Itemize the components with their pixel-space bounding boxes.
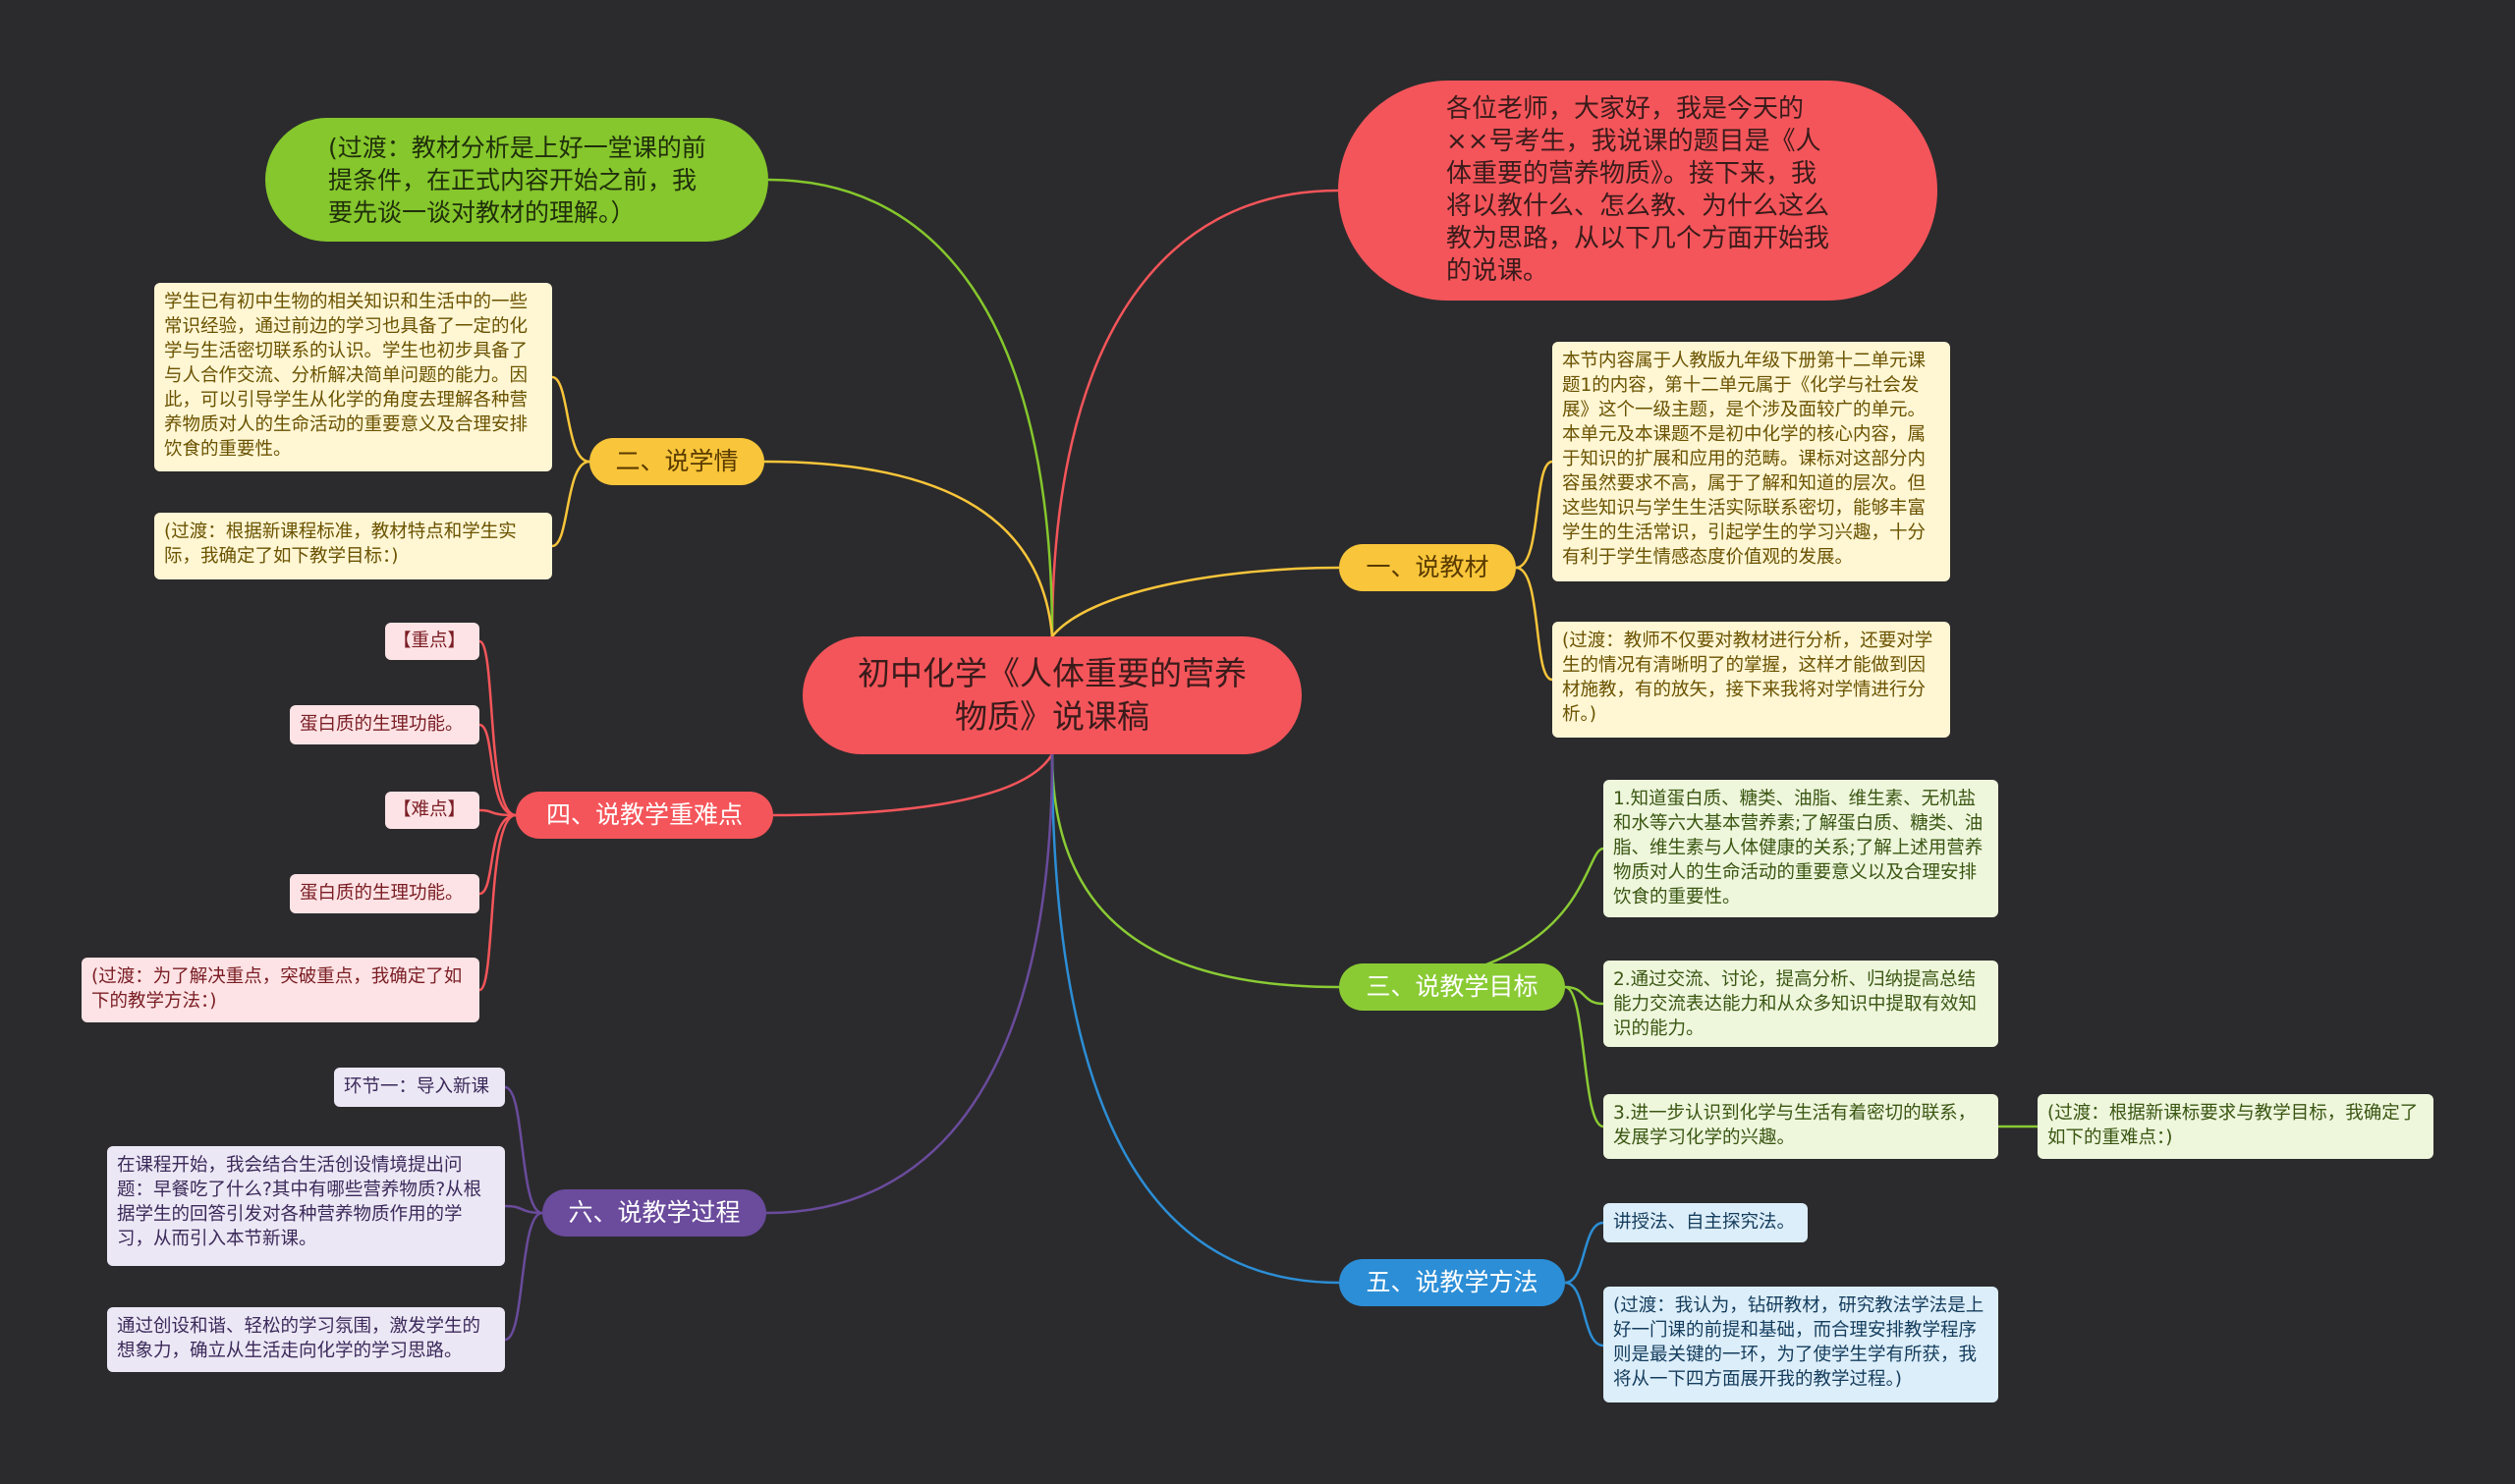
leaf-guocheng-intro[interactable]: 在课程开始，我会结合生活创设情境提出问题：早餐吃了什么?其中有哪些营养物质?从根… [107, 1146, 505, 1266]
transition-top-text: (过渡：教材分析是上好一堂课的前提条件，在正式内容开始之前，我要先谈一谈对教材的… [328, 133, 706, 227]
leaf-nandian-tag-text: 【难点】 [393, 799, 467, 820]
leaf-mubiao-transition[interactable]: (过渡：根据新课标要求与教学目标，我确定了如下的重难点：) [2038, 1094, 2433, 1159]
transition-top-node[interactable]: (过渡：教材分析是上好一堂课的前提条件，在正式内容开始之前，我要先谈一谈对教材的… [265, 118, 768, 242]
leaf-guocheng-atmosphere-text: 通过创设和谐、轻松的学习氛围，激发学生的想象力，确立从生活走向化学的学习思路。 [117, 1316, 481, 1361]
central-topic[interactable]: 初中化学《人体重要的营养物质》说课稿 [803, 636, 1302, 754]
link-center-transition-top [767, 178, 1054, 637]
leaf-zhongdian-tag[interactable]: 【重点】 [385, 623, 479, 660]
leaf-nandian-content-text: 蛋白质的生理功能。 [300, 883, 464, 904]
leaf-zhongdian-tag-text: 【重点】 [393, 631, 467, 651]
link-center-intro [1050, 189, 1339, 637]
leaf-fangfa-methods[interactable]: 讲授法、自主探究法。 [1603, 1203, 1808, 1242]
link-jiaocai-leaf-2 [1515, 566, 1553, 682]
leaf-xueqing-content[interactable]: 学生已有初中生物的相关知识和生活中的一些常识经验，通过前边的学习也具备了一定的化… [154, 283, 552, 471]
link-center-guocheng [765, 753, 1054, 1215]
branch-xueqing[interactable]: 二、说学情 [589, 438, 764, 485]
link-jiaocai-leaf-1 [1515, 460, 1553, 570]
leaf-zhongnandian-transition[interactable]: (过渡：为了解决重点，突破重点，我确定了如下的教学方法：) [82, 958, 479, 1022]
leaf-guocheng-step1-text: 环节一：导入新课 [344, 1076, 490, 1097]
intro-node[interactable]: 各位老师，大家好，我是今天的××号考生，我说课的题目是《人体重要的营养物质》。接… [1338, 81, 1937, 301]
link-center-xueqing [763, 460, 1054, 637]
link-guocheng-leaf-2 [504, 1204, 543, 1215]
link-center-fangfa [1050, 753, 1340, 1285]
link-zhongnandian-leaf-4 [478, 813, 517, 896]
leaf-xueqing-content-text: 学生已有初中生物的相关知识和生活中的一些常识经验，通过前边的学习也具备了一定的化… [164, 292, 529, 460]
link-zhongnandian-leaf-1 [478, 639, 517, 817]
link-center-mubiao [1050, 753, 1340, 989]
branch-guocheng-label: 六、说教学过程 [568, 1198, 741, 1227]
branch-mubiao[interactable]: 三、说教学目标 [1339, 963, 1565, 1011]
leaf-jiaocai-transition-text: (过渡：教师不仅要对教材进行分析，还要对学生的情况有清晰明了的掌握，这样才能做到… [1562, 631, 1933, 725]
leaf-fangfa-methods-text: 讲授法、自主探究法。 [1613, 1212, 1796, 1233]
leaf-mubiao-transition-text: (过渡：根据新课标要求与教学目标，我确定了如下的重难点：) [2047, 1103, 2419, 1148]
link-guocheng-leaf-3 [504, 1211, 543, 1342]
link-fangfa-leaf-2 [1564, 1281, 1604, 1347]
branch-fangfa[interactable]: 五、说教学方法 [1339, 1259, 1565, 1306]
leaf-mubiao-2[interactable]: 2.通过交流、讨论，提高分析、归纳提高总结能力交流表达能力和从众多知识中提取有效… [1603, 961, 1998, 1047]
central-topic-label: 初中化学《人体重要的营养物质》说课稿 [858, 654, 1247, 736]
link-fangfa-leaf-1 [1564, 1221, 1604, 1285]
leaf-mubiao-3-text: 3.进一步认识到化学与生活有着密切的联系，发展学习化学的兴趣。 [1613, 1103, 1977, 1148]
intro-text: 各位老师，大家好，我是今天的××号考生，我说课的题目是《人体重要的营养物质》。接… [1446, 94, 1830, 286]
leaf-jiaocai-transition[interactable]: (过渡：教师不仅要对教材进行分析，还要对学生的情况有清晰明了的掌握，这样才能做到… [1552, 622, 1950, 738]
leaf-zhongnandian-transition-text: (过渡：为了解决重点，突破重点，我确定了如下的教学方法：) [91, 966, 463, 1012]
leaf-nandian-tag[interactable]: 【难点】 [385, 792, 479, 829]
link-zhongnandian-leaf-5 [478, 813, 517, 992]
leaf-guocheng-atmosphere[interactable]: 通过创设和谐、轻松的学习氛围，激发学生的想象力，确立从生活走向化学的学习思路。 [107, 1307, 505, 1372]
leaf-zhongdian-content[interactable]: 蛋白质的生理功能。 [290, 705, 479, 744]
leaf-xueqing-transition-text: (过渡：根据新课程标准，教材特点和学生实际，我确定了如下教学目标：) [164, 522, 517, 567]
branch-mubiao-label: 三、说教学目标 [1366, 972, 1538, 1001]
branch-fangfa-label: 五、说教学方法 [1366, 1268, 1538, 1296]
leaf-fangfa-transition-text: (过渡：我认为，钻研教材，研究教法学法是上好一门课的前提和基础，而合理安排教学程… [1613, 1295, 1984, 1390]
leaf-jiaocai-content[interactable]: 本节内容属于人教版九年级下册第十二单元课题1的内容，第十二单元属于《化学与社会发… [1552, 342, 1950, 581]
leaf-zhongdian-content-text: 蛋白质的生理功能。 [300, 714, 464, 735]
leaf-guocheng-step1[interactable]: 环节一：导入新课 [334, 1068, 505, 1107]
link-mubiao-leaf-3 [1564, 985, 1604, 1128]
link-center-jiaocai [1051, 566, 1340, 637]
link-zhongnandian-leaf-2 [478, 723, 517, 817]
branch-xueqing-label: 二、说学情 [615, 447, 739, 475]
link-zhongnandian-leaf-3 [478, 808, 517, 817]
link-mubiao-leaf-2 [1564, 985, 1604, 1006]
leaf-mubiao-3[interactable]: 3.进一步认识到化学与生活有着密切的联系，发展学习化学的兴趣。 [1603, 1094, 1998, 1159]
link-guocheng-leaf-1 [504, 1085, 543, 1215]
leaf-mubiao-2-text: 2.通过交流、讨论，提高分析、归纳提高总结能力交流表达能力和从众多知识中提取有效… [1613, 969, 1978, 1039]
link-center-zhongnandian [772, 753, 1054, 817]
leaf-nandian-content[interactable]: 蛋白质的生理功能。 [290, 874, 479, 913]
link-xueqing-leaf-1 [551, 375, 590, 464]
leaf-guocheng-intro-text: 在课程开始，我会结合生活创设情境提出问题：早餐吃了什么?其中有哪些营养物质?从根… [117, 1155, 482, 1249]
branch-jiaocai-label: 一、说教材 [1366, 553, 1489, 581]
branch-jiaocai[interactable]: 一、说教材 [1339, 544, 1516, 591]
branch-zhongnandian-label: 四、说教学重难点 [545, 800, 743, 829]
leaf-mubiao-1[interactable]: 1.知道蛋白质、糖类、油脂、维生素、无机盐和水等六大基本营养素;了解蛋白质、糖类… [1603, 780, 1998, 917]
leaf-xueqing-transition[interactable]: (过渡：根据新课程标准，教材特点和学生实际，我确定了如下教学目标：) [154, 513, 552, 579]
leaf-fangfa-transition[interactable]: (过渡：我认为，钻研教材，研究教法学法是上好一门课的前提和基础，而合理安排教学程… [1603, 1287, 1998, 1402]
leaf-jiaocai-content-text: 本节内容属于人教版九年级下册第十二单元课题1的内容，第十二单元属于《化学与社会发… [1562, 351, 1927, 568]
link-xueqing-leaf-2 [551, 460, 590, 548]
branch-zhongnandian[interactable]: 四、说教学重难点 [516, 792, 773, 839]
branch-guocheng[interactable]: 六、说教学过程 [542, 1189, 766, 1237]
leaf-mubiao-1-text: 1.知道蛋白质、糖类、油脂、维生素、无机盐和水等六大基本营养素;了解蛋白质、糖类… [1613, 789, 1984, 907]
